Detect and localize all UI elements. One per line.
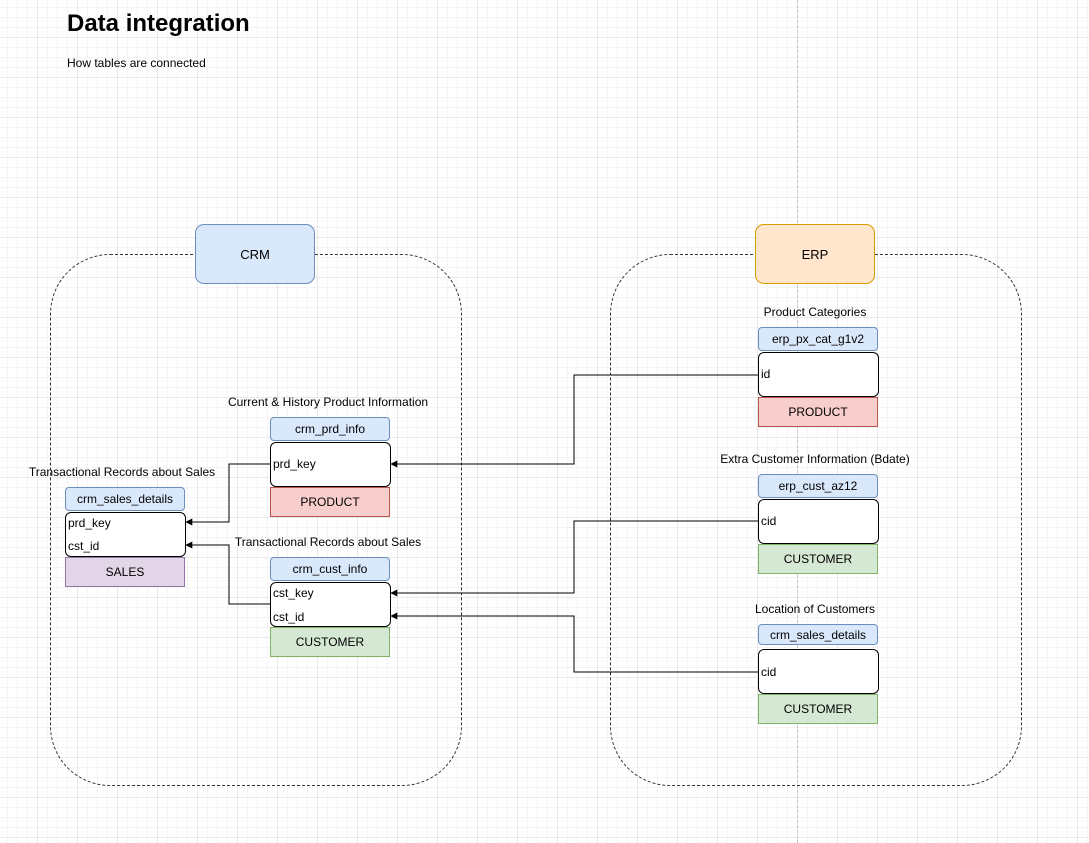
customer-tag: CUSTOMER	[758, 694, 878, 724]
cust-az12-header[interactable]: erp_cust_az12	[758, 474, 878, 498]
page-subtitle: How tables are connected	[67, 56, 206, 70]
field-prd-key: prd_key	[68, 516, 111, 530]
product-tag: PRODUCT	[758, 397, 878, 427]
prd-info-fields[interactable]: prd_key	[270, 442, 391, 487]
link-cust-to-sales	[185, 541, 270, 605]
cust-info-caption: Transactional Records about Sales	[234, 535, 422, 549]
link-loc-to-cust	[390, 612, 758, 673]
loc-caption: Location of Customers	[754, 602, 876, 616]
field-id: id	[761, 367, 771, 381]
sales-details-header[interactable]: crm_sales_details	[65, 487, 185, 511]
link-pxcat-to-prd	[390, 374, 758, 468]
link-prd-to-sales	[185, 463, 270, 526]
px-cat-fields[interactable]: id	[758, 352, 879, 397]
px-cat-caption: Product Categories	[763, 305, 867, 319]
cust-az12-fields[interactable]: cid	[758, 499, 879, 544]
page-title: Data integration	[67, 10, 250, 37]
cust-info-fields[interactable]: cst_key cst_id	[270, 582, 391, 627]
field-cst-key: cst_key	[273, 586, 314, 600]
crm-system-label[interactable]: CRM	[195, 224, 315, 284]
link-custaz-to-cust	[390, 520, 758, 597]
field-cid: cid	[761, 665, 777, 679]
px-cat-header[interactable]: erp_px_cat_g1v2	[758, 327, 878, 351]
customer-tag: CUSTOMER	[758, 544, 878, 574]
loc-fields[interactable]: cid	[758, 649, 879, 694]
field-prd-key: prd_key	[273, 457, 316, 471]
field-cst-id: cst_id	[273, 610, 305, 624]
cust-az12-caption: Extra Customer Information (Bdate)	[720, 452, 910, 466]
sales-details-caption: Transactional Records about Sales	[28, 465, 216, 479]
product-tag: PRODUCT	[270, 487, 390, 517]
sales-tag: SALES	[65, 557, 185, 587]
sales-details-fields[interactable]: prd_key cst_id	[65, 512, 186, 557]
field-cst-id: cst_id	[68, 539, 100, 553]
prd-info-caption: Current & History Product Information	[227, 395, 429, 409]
loc-header[interactable]: crm_sales_details	[758, 624, 878, 645]
field-cid: cid	[761, 514, 777, 528]
cust-info-header[interactable]: crm_cust_info	[270, 557, 390, 581]
customer-tag: CUSTOMER	[270, 627, 390, 657]
prd-info-header[interactable]: crm_prd_info	[270, 417, 390, 441]
erp-system-label[interactable]: ERP	[755, 224, 875, 284]
